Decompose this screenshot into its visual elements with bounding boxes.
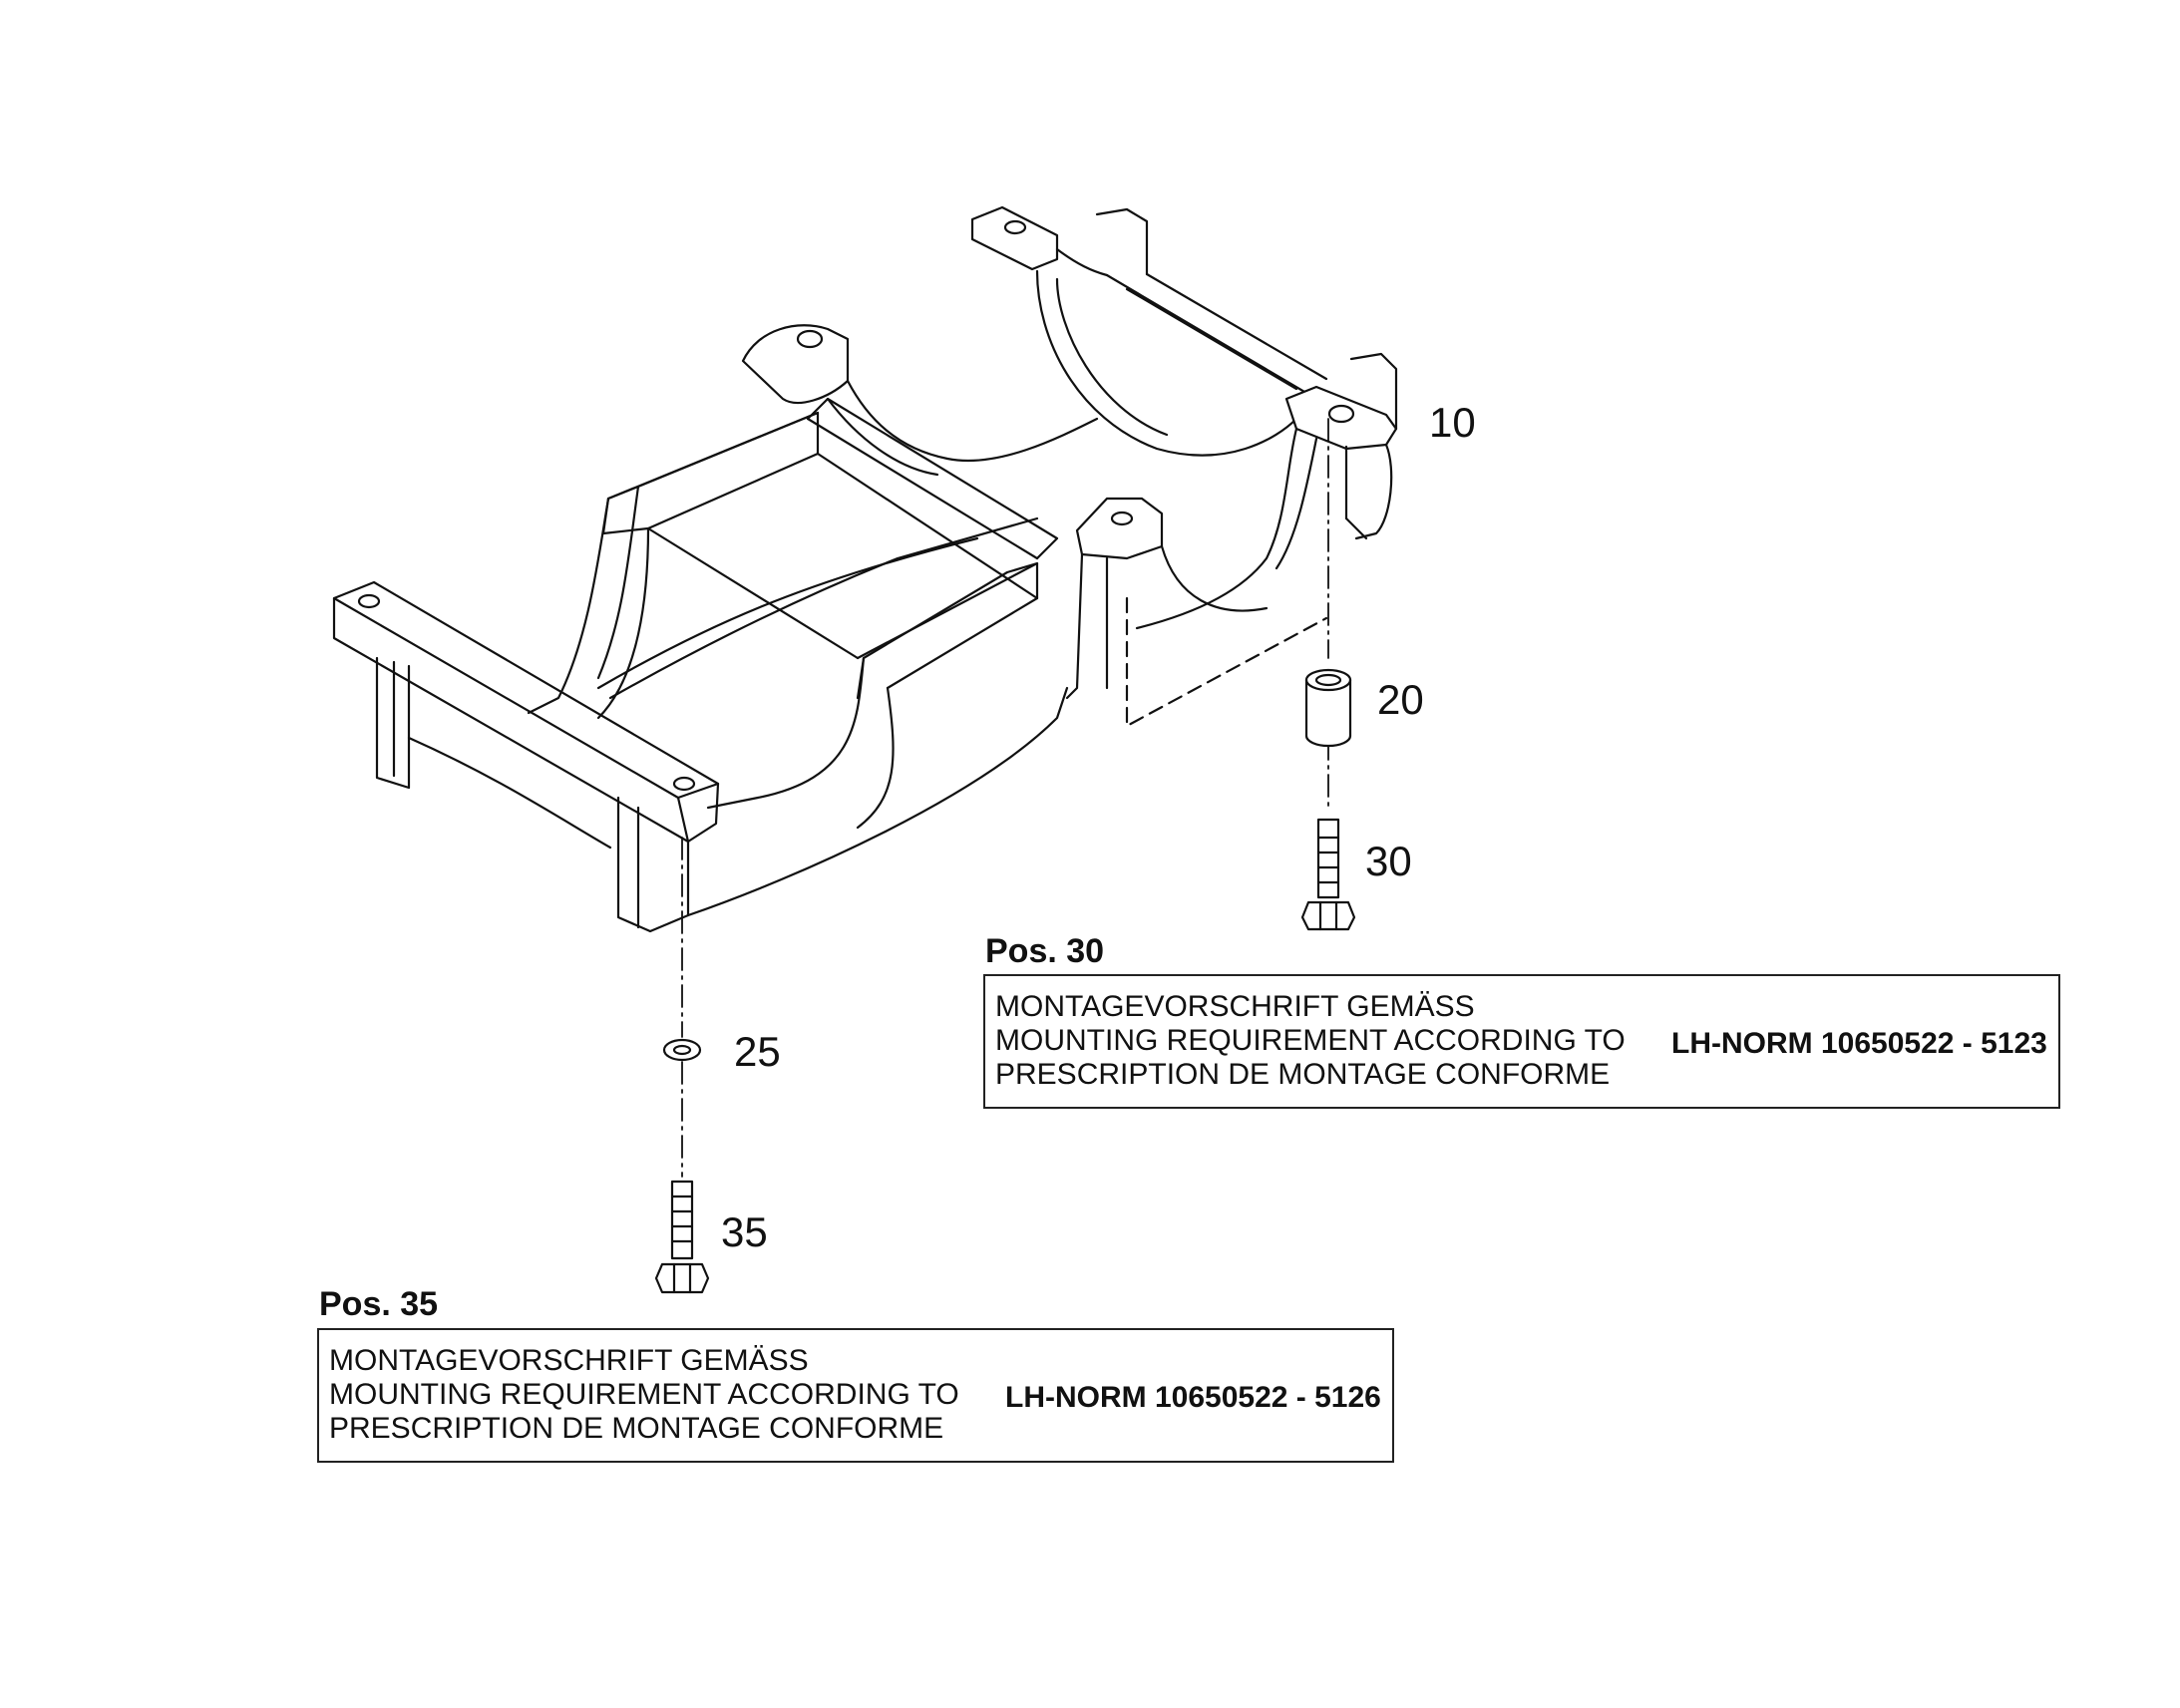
pos30-line-fr: PRESCRIPTION DE MONTAGE CONFORME — [995, 1058, 1611, 1091]
center-lines — [681, 418, 1329, 1178]
callout-part-25: 25 — [734, 1028, 781, 1075]
support-frame-part-10 — [332, 205, 1398, 933]
callout-part-20: 20 — [1377, 676, 1424, 723]
bolt-part-35 — [654, 1180, 710, 1294]
pos35-line-en: MOUNTING REQUIREMENT ACCORDING TO — [329, 1378, 959, 1411]
bolt-part-30 — [1300, 818, 1356, 931]
pos35-heading: Pos. 35 — [319, 1285, 439, 1323]
pos35-line-de: MONTAGEVORSCHRIFT GEMÄSS — [329, 1344, 809, 1377]
pos30-heading: Pos. 30 — [985, 932, 1105, 970]
pos30-norm-reference: LH-NORM 10650522 - 5123 — [1671, 1027, 2047, 1060]
pos30-line-en: MOUNTING REQUIREMENT ACCORDING TO — [995, 1024, 1626, 1057]
pos35-line-fr: PRESCRIPTION DE MONTAGE CONFORME — [329, 1412, 944, 1445]
washer-part-25 — [662, 1038, 702, 1062]
pos35-mounting-note: MONTAGEVORSCHRIFT GEMÄSS MOUNTING REQUIR… — [317, 1328, 1394, 1463]
pos35-norm-reference: LH-NORM 10650522 - 5126 — [1005, 1381, 1381, 1414]
callout-part-10: 10 — [1429, 399, 1476, 446]
spacer-sleeve-part-20 — [1304, 668, 1352, 748]
callout-part-30: 30 — [1365, 838, 1412, 884]
callout-part-35: 35 — [721, 1208, 768, 1255]
pos30-line-de: MONTAGEVORSCHRIFT GEMÄSS — [995, 990, 1475, 1023]
pos30-mounting-note: MONTAGEVORSCHRIFT GEMÄSS MOUNTING REQUIR… — [983, 974, 2060, 1109]
